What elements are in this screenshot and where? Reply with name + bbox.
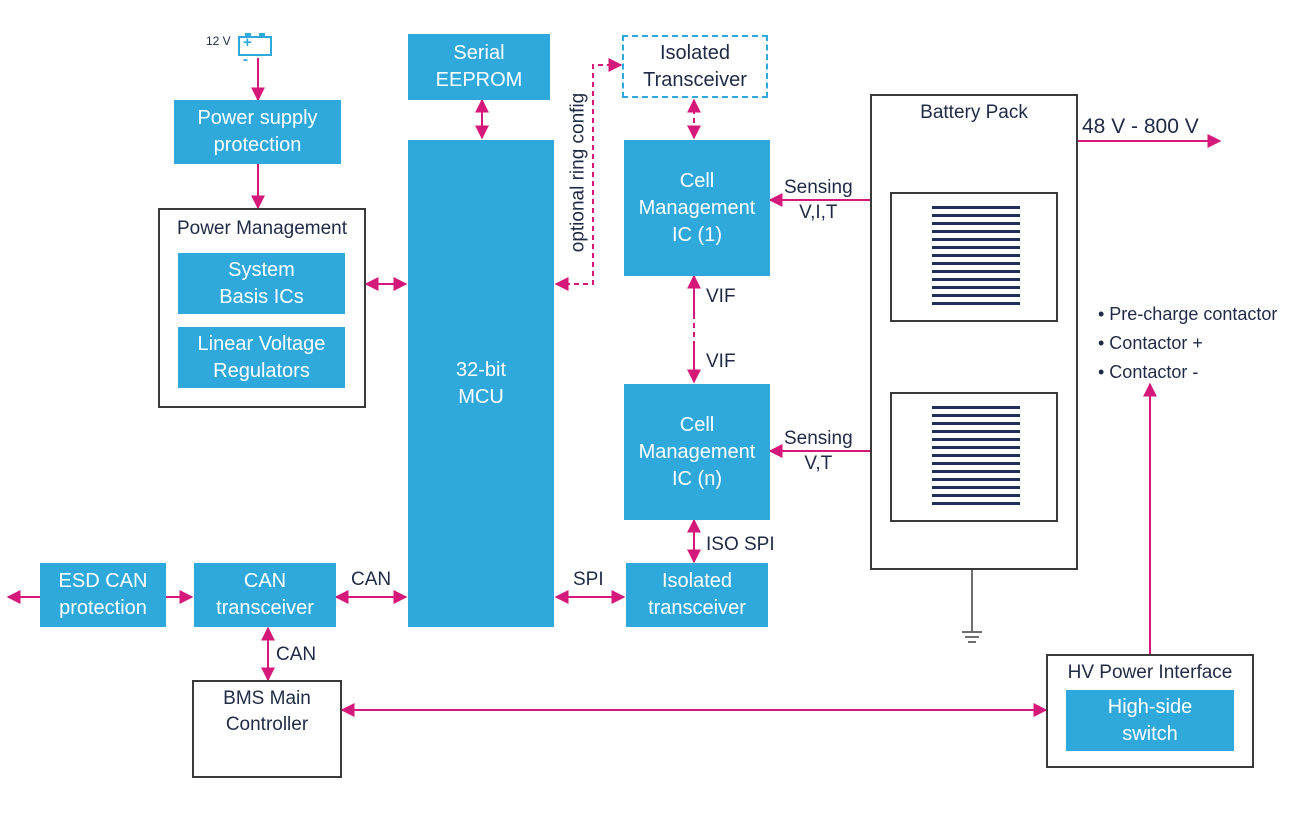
hv-power-interface-title: HV Power Interface — [1067, 662, 1233, 683]
optional-ring-config-label: optional ring config — [567, 92, 589, 253]
vif-bottom-label: VIF — [706, 351, 736, 372]
sensing-vit-label: Sensing V,I,T — [784, 177, 853, 223]
spi-label: SPI — [573, 569, 604, 590]
can-mcu-label: CAN — [351, 569, 392, 590]
high-side-switch-block: High-side switch — [1066, 690, 1234, 751]
isolated-transceiver-top-block: Isolated Transceiver — [622, 35, 768, 98]
can-vertical-label: CAN — [276, 644, 317, 665]
linear-voltage-regulators-block: Linear Voltage Regulators — [178, 327, 345, 388]
battery-cell-module-top — [890, 192, 1058, 322]
battery-icon: + - — [238, 33, 272, 68]
can-transceiver-block: CAN transceiver — [194, 563, 336, 627]
battery-cell-module-bottom — [890, 392, 1058, 522]
supply-voltage-label: 12 V — [206, 34, 231, 48]
bms-main-controller-label: BMS Main Controller — [223, 688, 311, 735]
battery-polarity-symbol: + - — [243, 34, 256, 68]
contactors-list: • Pre-charge contactor • Contactor + • C… — [1098, 304, 1278, 382]
battery-pack-title: Battery Pack — [920, 102, 1028, 123]
vif-top-label: VIF — [706, 286, 736, 307]
power-management-title: Power Management — [176, 218, 348, 239]
hv-range-label: 48 V - 800 V — [1082, 115, 1199, 138]
power-supply-protection-block: Power supply protection — [174, 100, 341, 164]
iso-spi-label: ISO SPI — [706, 534, 775, 555]
system-basis-ics-block: System Basis ICs — [178, 253, 345, 314]
cell-management-ic-1-block: Cell Management IC (1) — [624, 140, 770, 276]
sensing-vt-label: Sensing V,T — [784, 428, 853, 474]
serial-eeprom-block: Serial EEPROM — [408, 34, 550, 100]
bms-main-controller-block: BMS Main Controller — [192, 680, 342, 778]
mcu-block: 32-bit MCU — [408, 140, 554, 627]
esd-can-protection-block: ESD CAN protection — [40, 563, 166, 627]
cell-management-ic-n-block: Cell Management IC (n) — [624, 384, 770, 520]
battery-cell-stripes-bottom — [932, 406, 1020, 508]
isolated-transceiver-bottom-block: Isolated transceiver — [626, 563, 768, 627]
battery-cell-stripes-top — [932, 206, 1020, 308]
